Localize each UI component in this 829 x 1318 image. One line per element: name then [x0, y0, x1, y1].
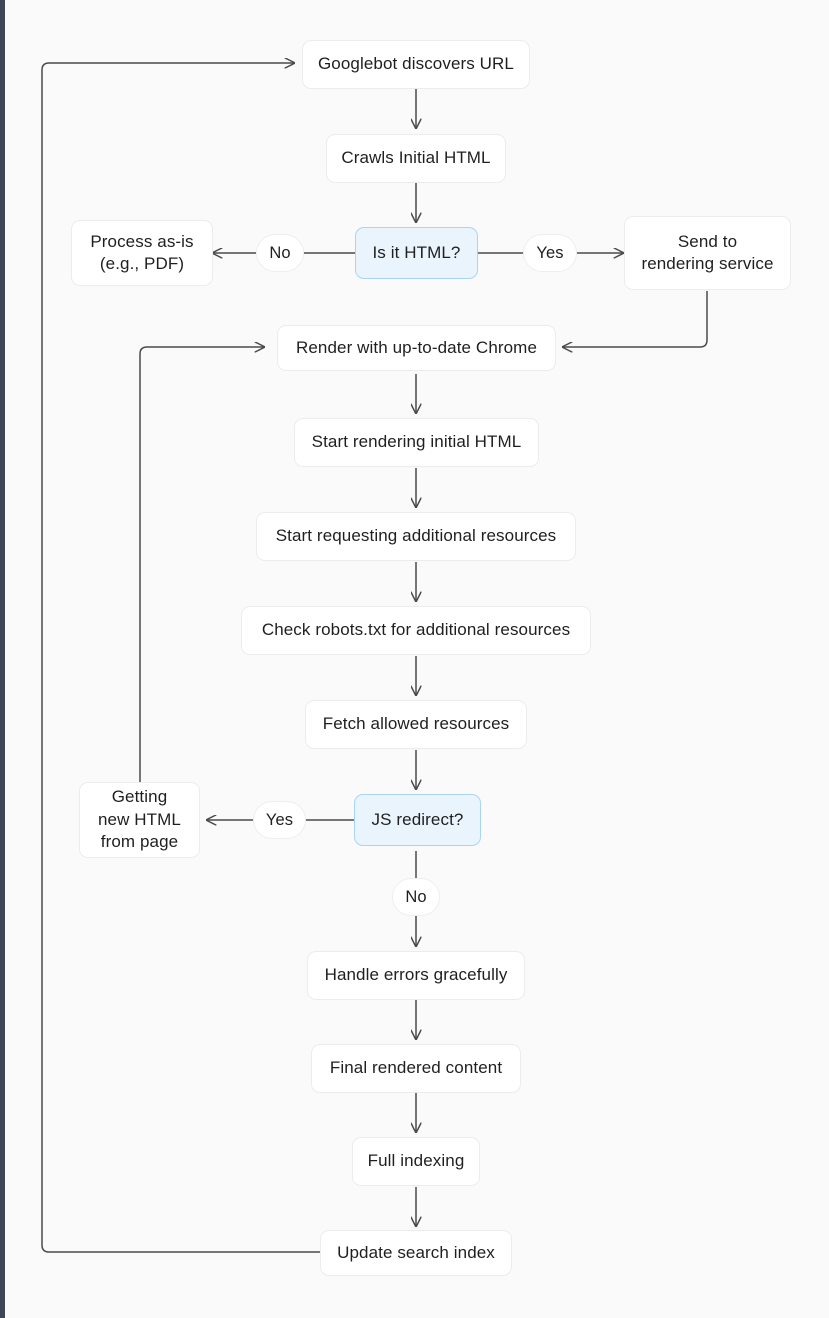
- edge-label-no-js-redirect: No: [392, 878, 440, 916]
- node-send-to-rendering-service[interactable]: Send to rendering service: [624, 216, 791, 290]
- node-check-robots-txt[interactable]: Check robots.txt for additional resource…: [241, 606, 591, 655]
- edge-newhtml-render-loop: [139, 347, 264, 782]
- node-handle-errors-gracefully[interactable]: Handle errors gracefully: [307, 951, 525, 1000]
- node-googlebot-discovers-url[interactable]: Googlebot discovers URL: [302, 40, 530, 89]
- edge-label-yes-is-it-html: Yes: [523, 234, 577, 272]
- edge-sendrs-render: [563, 291, 708, 347]
- node-is-it-html[interactable]: Is it HTML?: [355, 227, 478, 279]
- node-full-indexing[interactable]: Full indexing: [352, 1137, 480, 1186]
- node-final-rendered-content[interactable]: Final rendered content: [311, 1044, 521, 1093]
- edge-label-yes-js-redirect: Yes: [253, 801, 306, 839]
- node-render-with-up-to-date-chrome[interactable]: Render with up-to-date Chrome: [277, 325, 556, 371]
- node-crawls-initial-html[interactable]: Crawls Initial HTML: [326, 134, 506, 183]
- left-accent-strip: [0, 0, 5, 1318]
- node-update-search-index[interactable]: Update search index: [320, 1230, 512, 1276]
- node-fetch-allowed-resources[interactable]: Fetch allowed resources: [305, 700, 527, 749]
- node-start-rendering-initial-html[interactable]: Start rendering initial HTML: [294, 418, 539, 467]
- edge-label-no-is-it-html: No: [256, 234, 304, 272]
- node-getting-new-html-from-page[interactable]: Getting new HTML from page: [79, 782, 200, 858]
- node-start-requesting-additional-resources[interactable]: Start requesting additional resources: [256, 512, 576, 561]
- node-process-as-is[interactable]: Process as-is (e.g., PDF): [71, 220, 213, 286]
- node-js-redirect[interactable]: JS redirect?: [354, 794, 481, 846]
